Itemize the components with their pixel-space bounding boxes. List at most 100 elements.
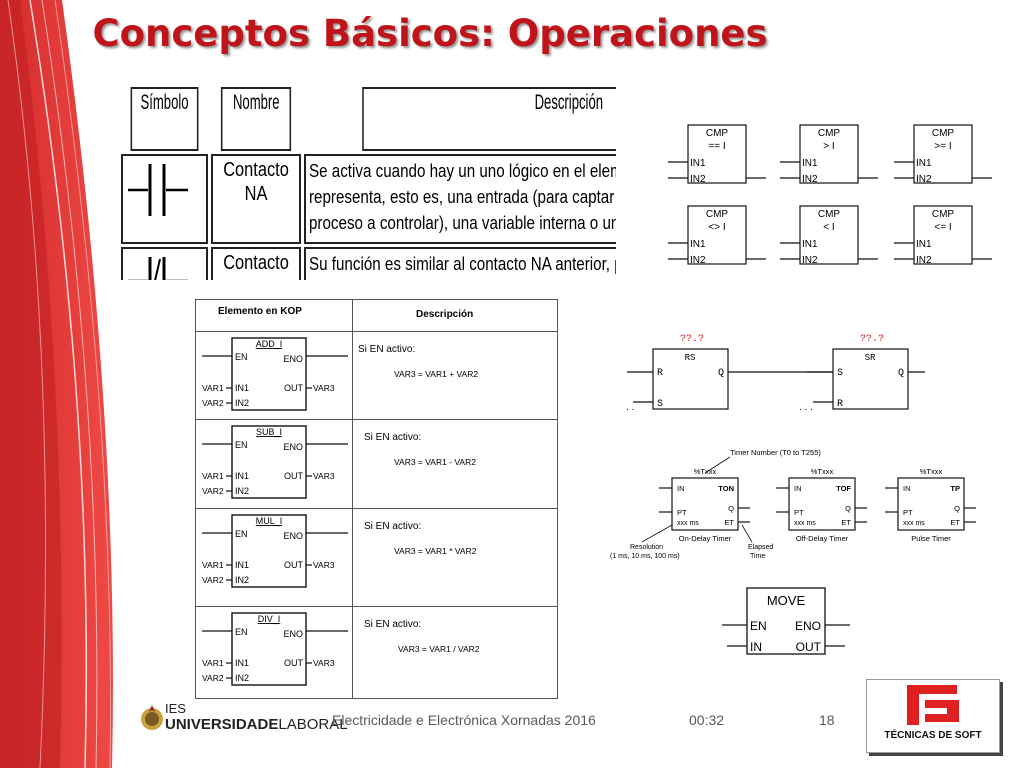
compare-block-in1: IN1 [916, 239, 932, 250]
kop-pin-in1: IN1 [235, 560, 249, 570]
ies-emblem-icon [141, 705, 163, 730]
move-pin-out: OUT [796, 640, 822, 654]
compare-block-in1: IN1 [690, 158, 706, 169]
timer-pin-in: IN [903, 484, 911, 493]
timer-label: %Txxx [694, 467, 717, 476]
header-descripcion: Descripción [362, 87, 616, 151]
flipflop-name: SR [865, 353, 876, 363]
footer-page-number: 18 [819, 712, 835, 728]
compare-block-title: CMP [932, 209, 955, 220]
compare-block-operator: == I [708, 141, 725, 152]
compare-block-title: CMP [706, 128, 729, 139]
compare-block-in1: IN1 [916, 158, 932, 169]
kop-var3: VAR3 [313, 658, 335, 668]
kop-pin-en: EN [235, 352, 248, 362]
timer-ms: xxx ms [903, 520, 925, 527]
compare-block-operator: > I [823, 141, 834, 152]
kop-var2: VAR2 [202, 486, 224, 496]
kop-formula: VAR3 = VAR1 / VAR2 [398, 644, 480, 654]
kop-pin-eno: ENO [283, 442, 303, 452]
flipflop-address: ??.? [680, 334, 704, 345]
normally-open-contact-icon [128, 164, 188, 216]
kop-pin-in2: IN2 [235, 575, 249, 585]
kop-pin-out: OUT [284, 560, 304, 570]
flipflop-dots: . . . [799, 402, 813, 413]
timer-pin-pt: PT [677, 508, 687, 517]
slide-title: Conceptos Básicos: Operaciones [92, 12, 768, 55]
timer-caption: Pulse Timer [911, 534, 951, 543]
kop-pin-in2: IN2 [235, 398, 249, 408]
timer-elapsed-time: Time [750, 553, 765, 560]
move-pin-eno: ENO [795, 619, 821, 633]
flipflop-top-input: S [837, 368, 843, 379]
contact-nc-name: Contacto [211, 247, 302, 280]
timer-pin-in: IN [677, 484, 685, 493]
timer-ms: xxx ms [794, 520, 816, 527]
kop-condition: Si EN activo: [364, 432, 422, 443]
move-pin-in: IN [750, 640, 762, 654]
timer-type: TON [718, 484, 734, 493]
kop-arithmetic-table: Elemento en KOP Descripción ADD_I EN ENO IN… [195, 299, 558, 699]
move-block-title: MOVE [767, 593, 806, 608]
timer-pin-pt: PT [903, 508, 913, 517]
flipflop-dots: . . [626, 402, 634, 413]
compare-block-in2: IN2 [802, 174, 818, 185]
kop-pin-en: EN [235, 529, 248, 539]
kop-block-name: SUB_I [256, 427, 282, 437]
kop-var1: VAR1 [202, 471, 224, 481]
compare-block-in1: IN1 [802, 239, 818, 250]
compare-block-title: CMP [818, 209, 841, 220]
kop-pin-eno: ENO [283, 531, 303, 541]
kop-condition: Si EN activo: [364, 521, 422, 532]
compare-block-in2: IN2 [916, 255, 932, 266]
kop-pin-eno: ENO [283, 354, 303, 364]
timer-pin-et: ET [724, 518, 734, 527]
ies-logo: IES UNIVERSIDADELABORAL [138, 700, 348, 740]
move-pin-en: EN [750, 619, 767, 633]
timer-pin-et: ET [950, 518, 960, 527]
kop-var1: VAR1 [202, 383, 224, 393]
kop-pin-in1: IN1 [235, 658, 249, 668]
kop-var2: VAR2 [202, 575, 224, 585]
flipflop-bottom-input: S [657, 399, 663, 410]
kop-pin-eno: ENO [283, 629, 303, 639]
kop-header-description: Descripción [416, 309, 474, 320]
kop-pin-in1: IN1 [235, 383, 249, 393]
kop-block-name: DIV_I [258, 614, 281, 624]
kop-formula: VAR3 = VAR1 + VAR2 [394, 369, 479, 379]
kop-pin-in2: IN2 [235, 673, 249, 683]
kop-header-element: Elemento en KOP [218, 306, 302, 317]
timer-type: TP [950, 484, 960, 493]
kop-var3: VAR3 [313, 383, 335, 393]
timer-resolution-label: Resolution [630, 544, 663, 551]
timer-ms: xxx ms [677, 520, 699, 527]
timer-label: %Txxx [920, 467, 943, 476]
kop-var3: VAR3 [313, 471, 335, 481]
footer-center-text: Electricidade e Electrónica Xornadas 201… [332, 712, 596, 728]
kop-formula: VAR3 = VAR1 * VAR2 [394, 546, 477, 556]
timer-pin-q: Q [954, 504, 960, 513]
compare-block-in2: IN2 [690, 255, 706, 266]
compare-block-title: CMP [818, 128, 841, 139]
timer-resolution-values: (1 ms, 10 ms, 100 ms) [610, 553, 680, 560]
flipflop-name: RS [685, 353, 696, 363]
compare-block-in1: IN1 [690, 239, 706, 250]
kop-pin-in1: IN1 [235, 471, 249, 481]
kop-block-name: MUL_I [256, 516, 283, 526]
kop-block-name: ADD_I [256, 339, 283, 349]
ies-logo-line2: UNIVERSIDADELABORAL [165, 716, 348, 733]
compare-block-in2: IN2 [690, 174, 706, 185]
normally-closed-contact-icon [128, 257, 188, 280]
